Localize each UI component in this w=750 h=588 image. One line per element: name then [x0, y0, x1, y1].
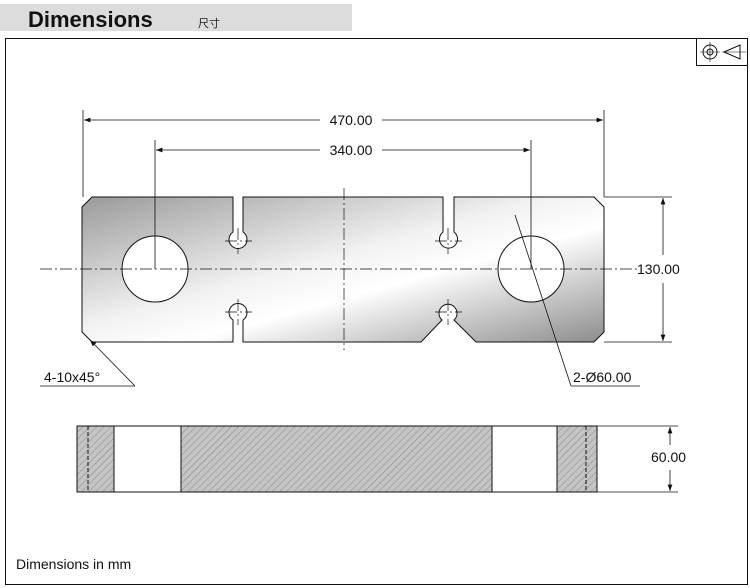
- chamfer-label: 4-10x45°: [44, 369, 100, 385]
- section-title: Dimensions: [28, 7, 153, 32]
- overall-length-label: 470.00: [330, 112, 373, 128]
- view-icons: [696, 38, 748, 66]
- target-icon: [700, 42, 720, 62]
- center-lines: [40, 188, 640, 350]
- section-subtitle: 尺寸: [198, 18, 220, 30]
- hole-section-left: [113, 425, 182, 493]
- section-header: Dimensions 尺寸: [0, 4, 352, 32]
- dimension-lines: [40, 110, 678, 493]
- top-view: [40, 188, 640, 350]
- thickness-label: 60.00: [651, 449, 686, 465]
- hole-spacing-label: 340.00: [330, 142, 373, 158]
- height-label: 130.00: [637, 261, 680, 277]
- plate-outline: [81, 196, 605, 343]
- drawing-frame: [5, 38, 748, 585]
- units-note: Dimensions in mm: [16, 556, 131, 572]
- holes-label: 2-Ø60.00: [573, 369, 632, 385]
- cone-projection-icon: [722, 44, 746, 60]
- side-view: [76, 425, 598, 493]
- hole-section-right: [491, 425, 558, 493]
